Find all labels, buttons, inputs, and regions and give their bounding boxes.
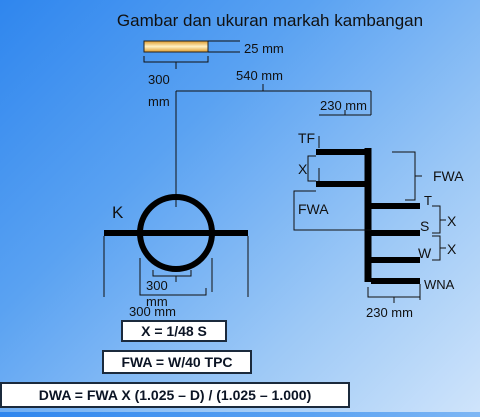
fwa-left-bracket — [293, 190, 371, 231]
fwa-right-bracket — [392, 151, 422, 201]
label-x-right-2: X — [447, 241, 457, 257]
label-wna: WNA — [424, 277, 455, 292]
plimsoll-letter-k: K — [112, 203, 124, 222]
deck-width-label-line1: 300 — [148, 72, 170, 87]
formula-fwa-box: FWA = W/40 TPC — [102, 350, 252, 374]
x-right-bracket-1 — [432, 205, 446, 234]
x-right-bracket-2 — [432, 235, 446, 261]
distance-540-label: 540 mm — [236, 68, 283, 83]
label-x-right-1: X — [447, 213, 457, 229]
plimsoll-outer-label: 300 mm — [129, 304, 176, 319]
top-230-bracket — [319, 110, 371, 116]
top-230-label: 230 mm — [320, 98, 367, 113]
bottom-230-label: 230 mm — [366, 305, 413, 320]
deck-thickness-label: 25 mm — [244, 41, 284, 56]
deck-width-bracket — [143, 56, 209, 69]
x-left-bracket — [307, 155, 316, 182]
plimsoll-ring — [137, 194, 215, 272]
formula-fwa-text: FWA = W/40 TPC — [121, 354, 233, 370]
deck-width-label-line2: mm — [148, 94, 170, 109]
label-tf: TF — [298, 130, 315, 146]
bottom-230-bracket — [367, 287, 420, 303]
formula-dwa-text: DWA = FWA X (1.025 – D) / (1.025 – 1.000… — [38, 387, 312, 403]
label-x-left: X — [298, 161, 308, 177]
distance-540-bracket — [176, 84, 371, 92]
label-s: S — [420, 218, 429, 234]
deck-line-bar — [143, 40, 209, 53]
plimsoll-inner-label-line1: 300 — [146, 278, 168, 293]
label-w: W — [418, 245, 432, 261]
label-fwa-left: FWA — [298, 201, 329, 217]
plimsoll-inner-bracket — [152, 270, 192, 282]
formula-x-box: X = 1/48 S — [121, 320, 227, 342]
label-t: T — [424, 193, 432, 208]
formula-x-text: X = 1/48 S — [141, 323, 207, 339]
label-fwa-right: FWA — [433, 168, 464, 184]
plimsoll-middle-bracket — [139, 288, 207, 296]
formula-dwa-box: DWA = FWA X (1.025 – D) / (1.025 – 1.000… — [0, 382, 350, 408]
diagram-title: Gambar dan ukuran markah kambangan — [117, 11, 423, 30]
plimsoll-inner-label-line2: mm — [146, 294, 168, 309]
